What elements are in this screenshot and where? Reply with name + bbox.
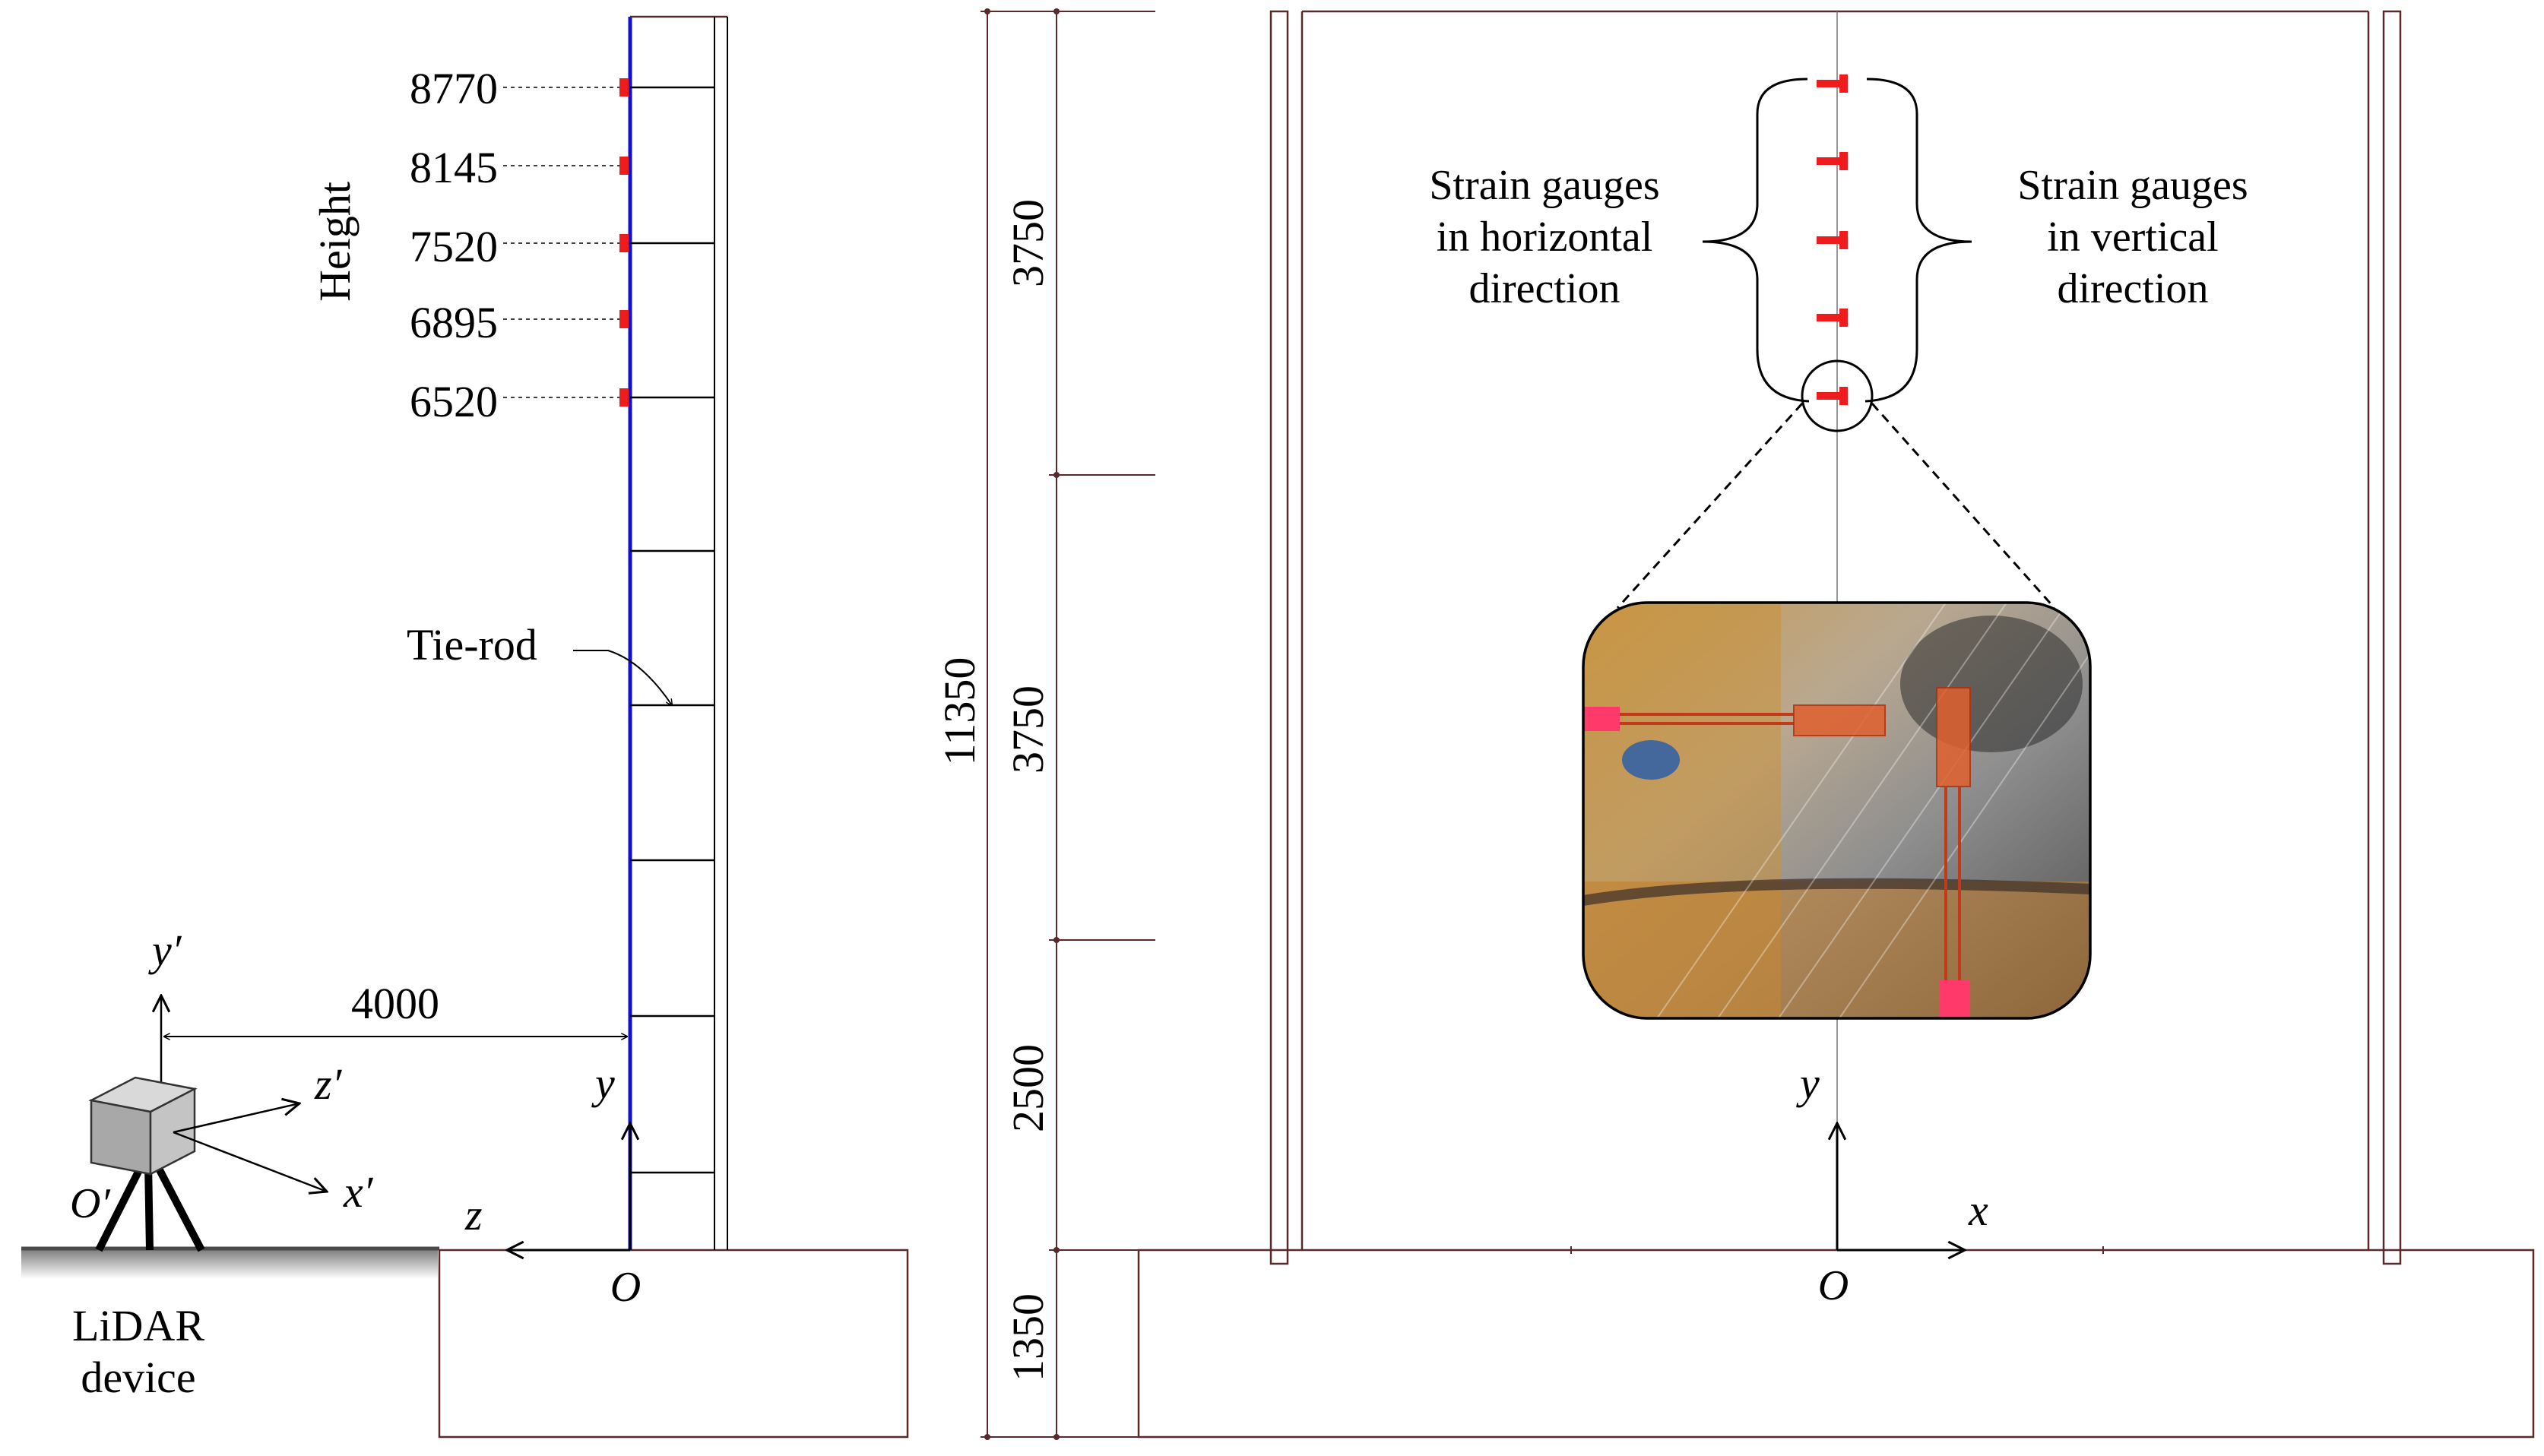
photo-frame <box>1582 601 2092 1020</box>
center-gauge-h-5 <box>1817 392 1841 400</box>
dimension-chain <box>981 8 1155 1440</box>
dimension-segment-4-label: 1350 <box>1003 1293 1053 1382</box>
gauge-mark-3 <box>619 234 629 252</box>
detail-circle <box>1801 359 1874 432</box>
right-post <box>2382 10 2402 1265</box>
vertical-gauges-label-line2: in vertical <box>2047 214 2218 261</box>
dimension-segment-2-label: 3750 <box>1003 685 1053 774</box>
distance-dimension-label: 4000 <box>351 979 439 1028</box>
gauge-mark-4 <box>619 310 629 328</box>
left-section-view: Height Tie-rod 4000 y z O y′ z′ <box>21 15 909 1439</box>
right-front-view <box>1137 10 2535 1439</box>
gauge-height-label-2: 8145 <box>410 143 498 192</box>
center-gauge-v-1 <box>1839 74 1848 93</box>
front-origin-label: O <box>1818 1262 1849 1309</box>
gauge-mark-5 <box>619 388 629 407</box>
tie-rod-group <box>630 86 714 1174</box>
center-gauge-h-1 <box>1817 80 1841 87</box>
dimension-total-label: 11350 <box>935 657 984 766</box>
lidar-y-axis-label: y′ <box>148 926 182 975</box>
center-gauge-marks <box>1817 74 1848 405</box>
front-y-axis-label: y <box>1796 1059 1820 1108</box>
left-footing <box>438 1249 909 1439</box>
vertical-gauges-label-line3: direction <box>2057 265 2208 312</box>
dimension-segment-3-label: 2500 <box>1003 1044 1053 1132</box>
ground-surface <box>21 1249 438 1279</box>
tie-rod-leader <box>573 650 672 705</box>
center-gauge-h-3 <box>1817 236 1841 244</box>
wall-z-axis-label: z <box>464 1190 483 1239</box>
lidar-z-axis-label: z′ <box>314 1059 343 1109</box>
dimension-segment-1-label: 3750 <box>1003 199 1053 287</box>
lidar-device-label-line2: device <box>81 1353 195 1402</box>
right-curly-brace <box>1864 78 1972 403</box>
lidar-origin-label: O′ <box>70 1180 110 1227</box>
gauge-height-label-1: 8770 <box>410 64 498 113</box>
gauge-height-label-4: 6895 <box>410 298 498 347</box>
center-gauge-v-5 <box>1839 387 1848 405</box>
lidar-device-icon <box>88 995 327 1252</box>
wall-y-axis-label: y <box>591 1059 615 1108</box>
center-gauge-h-4 <box>1817 314 1841 321</box>
zoom-line-right <box>1871 403 2056 609</box>
left-curly-brace <box>1702 78 1810 403</box>
center-gauge-v-2 <box>1839 152 1848 170</box>
gauge-height-label-5: 6520 <box>410 377 498 426</box>
wall-origin-label: O <box>610 1264 641 1311</box>
front-x-axis-label: x <box>1968 1185 1988 1235</box>
horizontal-gauges-label-line3: direction <box>1468 265 1620 312</box>
gauge-mark-2 <box>619 157 629 175</box>
vertical-gauges-label-line1: Strain gauges <box>2017 162 2248 209</box>
center-gauge-v-3 <box>1839 231 1848 249</box>
gauge-marks <box>503 78 629 407</box>
lidar-x-axis-label: x′ <box>343 1167 374 1217</box>
strain-gauge-photo <box>1583 603 2090 1018</box>
tie-rod-label: Tie-rod <box>407 620 537 669</box>
zoom-line-left <box>1616 402 1804 609</box>
gauge-height-label-3: 7520 <box>410 222 498 271</box>
horizontal-gauges-label-line2: in horizontal <box>1437 214 1653 261</box>
height-axis-label: Height <box>310 182 360 302</box>
gauge-mark-1 <box>619 78 629 97</box>
lidar-device-label-line1: LiDAR <box>72 1301 204 1350</box>
left-post <box>1269 10 1289 1265</box>
center-gauge-h-2 <box>1817 157 1841 165</box>
horizontal-gauges-label-line1: Strain gauges <box>1429 162 1659 209</box>
center-gauge-v-4 <box>1839 309 1848 327</box>
